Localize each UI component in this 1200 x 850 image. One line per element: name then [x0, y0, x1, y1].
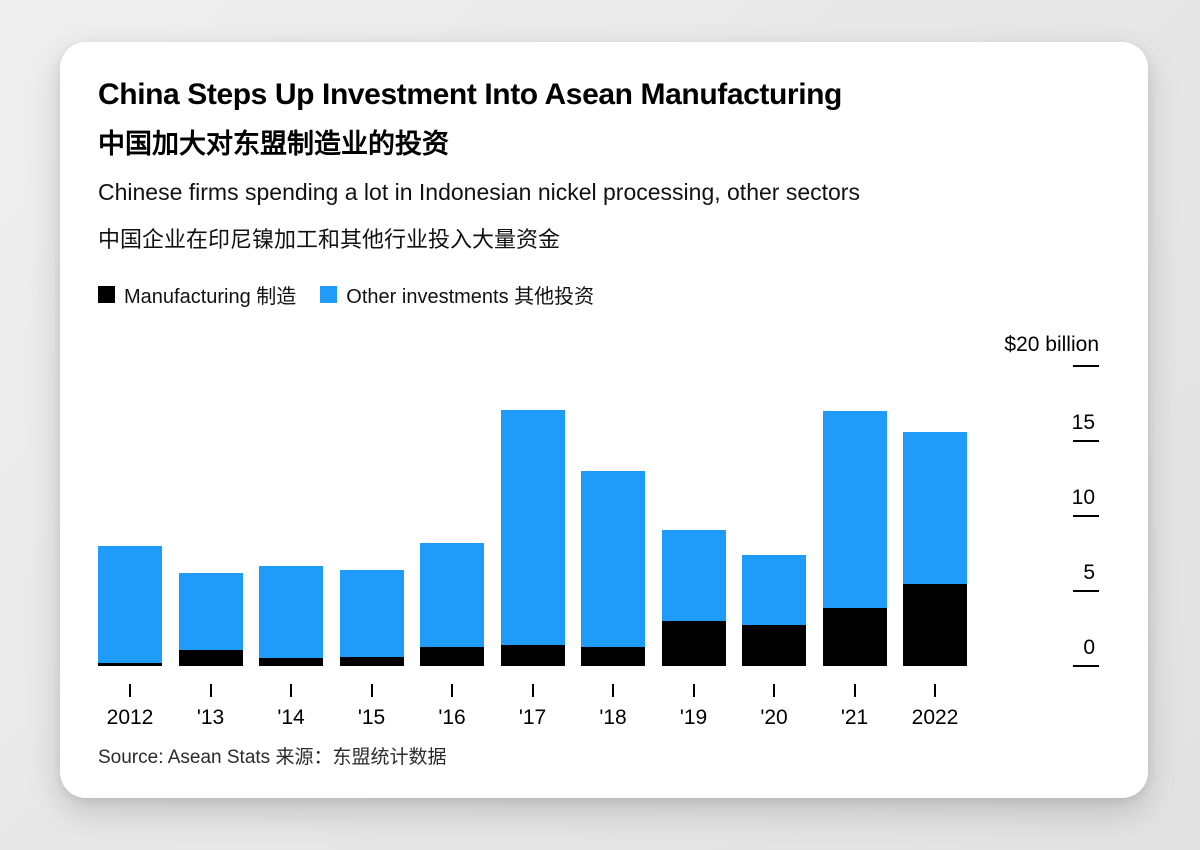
x-axis-label-19: '19 [679, 706, 708, 729]
bar-18[interactable] [581, 471, 645, 666]
bar-segment-manufacturing [581, 647, 645, 666]
y-axis-tick-15 [1073, 440, 1099, 442]
bar-segment-manufacturing [259, 657, 323, 666]
x-axis-tick [773, 684, 775, 697]
legend-item-0[interactable]: Manufacturing 制造 [98, 280, 296, 309]
bar-segment-manufacturing [339, 657, 404, 666]
bar-13[interactable] [178, 573, 243, 666]
legend-item-1[interactable]: Other investments 其他投资 [320, 280, 594, 309]
square-black-icon [98, 286, 115, 303]
bar-segment-other-investments [581, 471, 645, 648]
y-axis-label-5: 5 [1083, 561, 1095, 584]
y-axis-label-20: $20 billion [1004, 333, 1099, 356]
y-axis-tick-5 [1073, 590, 1099, 592]
bar-2012[interactable] [98, 546, 162, 666]
x-axis-label-13: '13 [196, 706, 225, 729]
bar-segment-other-investments [500, 409, 565, 645]
x-axis-label-18: '18 [599, 706, 627, 729]
x-axis-label-14: '14 [277, 706, 305, 729]
y-axis-tick-0 [1073, 665, 1099, 667]
legend-item-label: Other investments 其他投资 [346, 286, 595, 308]
bar-segment-manufacturing [500, 645, 565, 666]
bar-segment-other-investments [822, 411, 887, 608]
x-axis-tick [853, 684, 856, 697]
bar-16[interactable] [420, 543, 484, 666]
bar-19[interactable] [661, 529, 726, 666]
bar-segment-manufacturing [98, 663, 162, 666]
legend-item-label: Manufacturing 制造 [124, 286, 297, 308]
bar-15[interactable] [339, 570, 404, 666]
bar-segment-manufacturing [661, 621, 726, 666]
x-axis-label-16: '16 [438, 706, 466, 729]
source-note: Source: Asean Stats 来源：东盟统计数据 [98, 747, 447, 768]
bar-14[interactable] [259, 565, 323, 666]
x-axis-tick [612, 684, 614, 697]
bar-segment-other-investments [903, 432, 967, 584]
x-axis-tick [290, 684, 292, 697]
bar-segment-manufacturing [822, 607, 887, 666]
y-axis-tick-10 [1073, 515, 1099, 517]
bar-segment-other-investments [339, 570, 404, 657]
bar-segment-manufacturing [420, 646, 484, 666]
x-axis-tick [451, 684, 453, 697]
x-axis-tick [370, 684, 373, 697]
headline-chinese: 中国加大对东盟制造业的投资 [98, 129, 449, 159]
x-axis-tick [209, 684, 212, 697]
x-axis-label-15: '15 [357, 706, 386, 729]
chart-legend: Manufacturing 制造 Other investments 其他投资 [98, 280, 594, 309]
bar-segment-manufacturing [178, 649, 243, 666]
x-axis-label-17: '17 [518, 706, 547, 729]
bar-segment-other-investments [661, 529, 726, 621]
bar-segment-other-investments [420, 543, 484, 647]
square-blue-icon [320, 286, 338, 303]
bar-20[interactable] [742, 555, 806, 666]
bar-21[interactable] [822, 411, 887, 666]
headline-english: China Steps Up Investment Into Asean Man… [98, 78, 842, 111]
y-axis-label-0: 0 [1083, 636, 1095, 659]
x-axis-tick [934, 684, 936, 697]
bar-2022[interactable] [903, 432, 967, 666]
y-axis-label-10: 10 [1071, 486, 1095, 509]
bar-segment-other-investments [178, 573, 243, 650]
bar-segment-other-investments [742, 555, 806, 625]
x-axis-tick [129, 684, 131, 697]
bar-segment-manufacturing [742, 624, 806, 666]
x-axis-label-2012: 2012 [106, 706, 154, 729]
x-axis-tick [531, 684, 534, 697]
chart-card: China Steps Up Investment Into Asean Man… [60, 42, 1148, 798]
y-axis-label-15: 15 [1071, 411, 1095, 434]
bar-segment-manufacturing [903, 583, 967, 666]
bar-segment-other-investments [98, 546, 162, 663]
x-axis-label-20: '20 [760, 706, 788, 729]
subheadline-english: Chinese firms spending a lot in Indonesi… [98, 179, 860, 205]
bar-17[interactable] [500, 409, 565, 666]
x-axis-tick [692, 684, 695, 697]
x-axis-label-21: '21 [840, 706, 869, 729]
y-axis-tick-20 [1073, 365, 1099, 367]
x-axis-label-2022: 2022 [911, 706, 959, 729]
subheadline-chinese: 中国企业在印尼镍加工和其他行业投入大量资金 [98, 227, 561, 252]
bar-segment-other-investments [259, 565, 323, 658]
